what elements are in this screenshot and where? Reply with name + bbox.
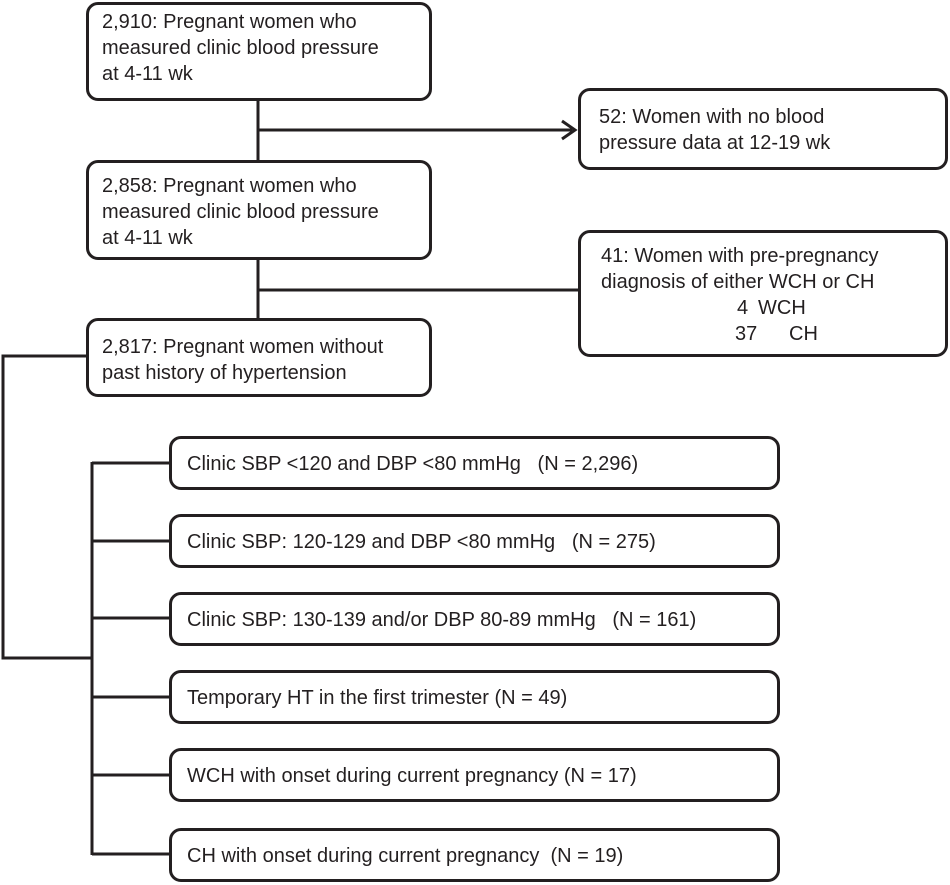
breakdown-label: WCH — [758, 297, 806, 319]
category-label: Temporary HT in the first trimester (N =… — [187, 687, 568, 709]
category-box-ch: CH with onset during current pregnancy (… — [169, 828, 780, 882]
box-line: diagnosis of either WCH or CH — [601, 271, 875, 293]
box-line: measured clinic blood pressure — [102, 201, 379, 223]
category-label: CH with onset during current pregnancy (… — [187, 845, 624, 867]
box-line: 2,910: Pregnant women who — [102, 11, 357, 33]
category-box-normal: Clinic SBP <120 and DBP <80 mmHg (N = 2,… — [169, 436, 780, 490]
arrowhead-icon — [561, 119, 578, 141]
box-line: 2,858: Pregnant women who — [102, 175, 357, 197]
connector-cohort-bracket — [1, 354, 92, 660]
box-line: at 4-11 wk — [102, 227, 193, 249]
box-line: pressure data at 12-19 wk — [599, 132, 831, 154]
box-line: 2,817: Pregnant women without — [102, 336, 384, 358]
box-line: measured clinic blood pressure — [102, 37, 379, 59]
box-line: past history of hypertension — [102, 362, 347, 384]
breakdown-label: CH — [789, 323, 818, 345]
exclusion-box-prepregnancy-diagnosis: 41: Women with pre-pregnancy diagnosis o… — [578, 230, 948, 357]
category-label: Clinic SBP: 120-129 and DBP <80 mmHg (N … — [187, 531, 656, 553]
category-box-elevated: Clinic SBP: 120-129 and DBP <80 mmHg (N … — [169, 514, 780, 568]
category-label: WCH with onset during current pregnancy … — [187, 765, 637, 787]
initial-cohort-box: 2,910: Pregnant women who measured clini… — [86, 2, 432, 101]
category-label: Clinic SBP: 130-139 and/or DBP 80-89 mmH… — [187, 609, 697, 631]
breakdown-row-wch: 4 WCH — [601, 295, 945, 321]
category-box-stage1: Clinic SBP: 130-139 and/or DBP 80-89 mmH… — [169, 592, 780, 646]
study-cohort-box: 2,817: Pregnant women without past histo… — [86, 318, 432, 397]
exclusion-box-no-bp-data: 52: Women with no blood pressure data at… — [578, 88, 948, 170]
category-box-wch: WCH with onset during current pregnancy … — [169, 748, 780, 802]
box-line: at 4-11 wk — [102, 63, 193, 85]
breakdown-count: 4 — [737, 297, 749, 319]
box-line: 41: Women with pre-pregnancy — [601, 245, 879, 267]
measured-cohort-box: 2,858: Pregnant women who measured clini… — [86, 160, 432, 260]
box-line: 52: Women with no blood — [599, 106, 825, 128]
category-label: Clinic SBP <120 and DBP <80 mmHg (N = 2,… — [187, 453, 639, 475]
breakdown-count: 37 — [735, 323, 758, 345]
category-box-temporary-ht: Temporary HT in the first trimester (N =… — [169, 670, 780, 724]
breakdown-row-ch: 37 CH — [601, 321, 945, 347]
